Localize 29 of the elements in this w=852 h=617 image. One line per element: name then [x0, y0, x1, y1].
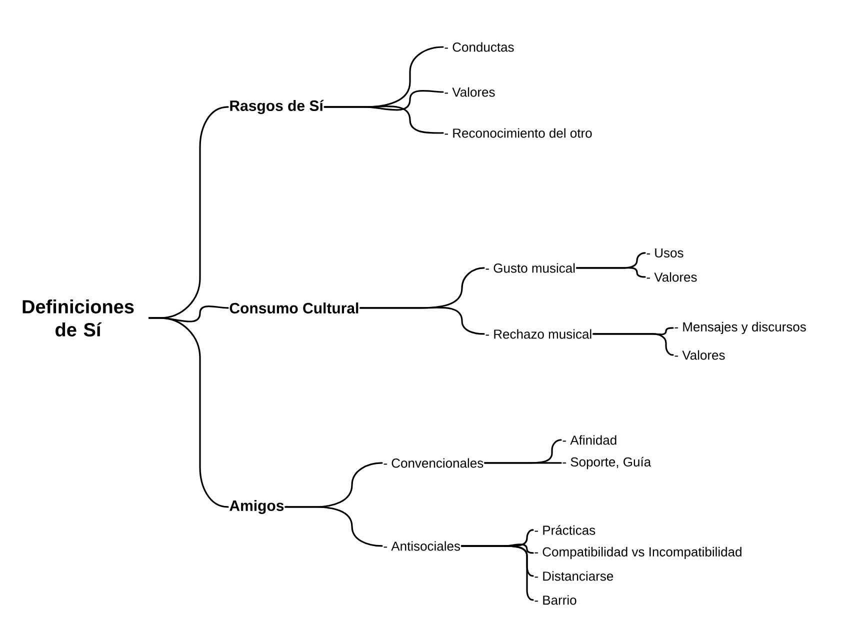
item-label: - Valores	[444, 87, 495, 97]
item-label: - Convencionales	[384, 458, 484, 468]
item-label: - Afinidad	[562, 435, 616, 445]
item-label: - Usos	[646, 248, 684, 258]
item-label: - Conductas	[444, 42, 514, 52]
item-label: - Distanciarse	[534, 571, 614, 581]
item-label: - Gusto musical	[486, 263, 575, 273]
brace	[484, 462, 562, 464]
brace	[148, 317, 229, 508]
item-label: - Reconocimiento del otro	[444, 128, 592, 138]
item-label: - Soporte, Guía	[562, 456, 652, 470]
category-label: Amigos	[230, 500, 284, 514]
item-label: - Compatibilidad vs Incompatibilidad	[534, 546, 742, 560]
category-label: Rasgos de Sí	[230, 100, 324, 114]
item-label: - Mensajes y discursos	[674, 322, 806, 334]
item-label: - Antisociales	[384, 541, 460, 551]
brace	[576, 267, 646, 278]
brace	[284, 506, 383, 547]
item-label: - Valores	[646, 272, 697, 282]
brace	[360, 306, 485, 335]
brace	[460, 545, 534, 601]
brace	[592, 333, 674, 356]
brace	[324, 105, 444, 134]
item-label: - Valores	[674, 350, 725, 360]
item-label: - Barrio	[534, 595, 576, 605]
item-label: - Prácticas	[534, 525, 596, 535]
item-label: - Rechazo musical	[486, 329, 592, 339]
root-label: Definiciones de Sí	[22, 300, 134, 336]
category-label: Consumo Cultural	[230, 302, 358, 314]
